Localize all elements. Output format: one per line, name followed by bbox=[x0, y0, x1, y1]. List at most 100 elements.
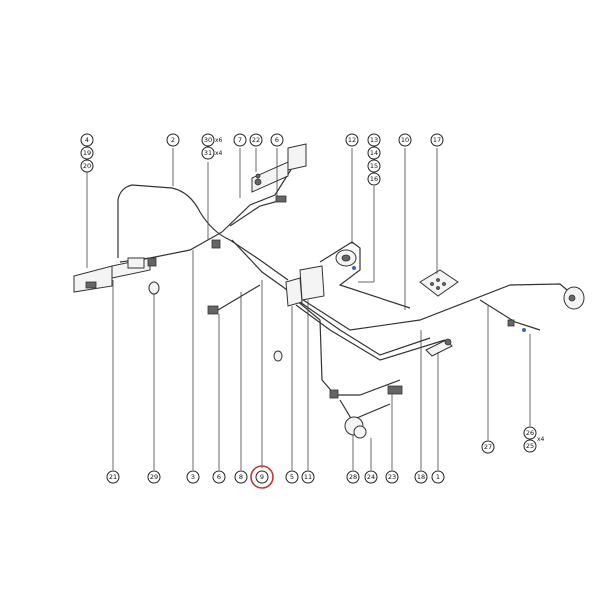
relay-box bbox=[285, 265, 325, 307]
svg-text:8: 8 bbox=[239, 473, 243, 481]
callout-7: 7 bbox=[233, 133, 247, 147]
callout-17: 17 bbox=[430, 133, 444, 147]
wire-right-leader bbox=[479, 299, 541, 331]
wire-down-left bbox=[295, 299, 336, 396]
callouts-bottom: 21 29 3 6 8 9 5 11 28 24 23 18 1 bbox=[106, 465, 445, 489]
callout-5: 5 bbox=[285, 470, 299, 484]
callout-8: 8 bbox=[234, 470, 248, 484]
callout-19: 19 bbox=[80, 146, 94, 160]
plug-1 bbox=[425, 338, 453, 357]
svg-text:29: 29 bbox=[150, 473, 158, 481]
harness-parts bbox=[73, 143, 585, 439]
qty-31: x4 bbox=[215, 150, 223, 157]
harness-wires bbox=[117, 167, 575, 421]
callout-9-highlighted[interactable]: 9 bbox=[250, 465, 274, 489]
svg-text:28: 28 bbox=[349, 473, 357, 481]
svg-text:21: 21 bbox=[109, 473, 117, 481]
part-24 bbox=[353, 425, 367, 439]
left-bracket bbox=[73, 257, 157, 293]
grommet-29 bbox=[148, 281, 160, 295]
svg-text:4: 4 bbox=[85, 136, 89, 144]
svg-text:9: 9 bbox=[260, 473, 264, 481]
callout-24: 24 bbox=[364, 470, 378, 484]
grommet-center bbox=[273, 350, 283, 362]
wire-lower-to-28 bbox=[339, 399, 391, 421]
svg-text:24: 24 bbox=[367, 473, 375, 481]
callout-28: 28 bbox=[346, 470, 360, 484]
svg-text:3: 3 bbox=[191, 473, 195, 481]
wire-center-box-out bbox=[299, 301, 431, 356]
callout-12: 12 bbox=[345, 133, 359, 147]
top-bracket bbox=[251, 143, 307, 203]
svg-text:2: 2 bbox=[171, 136, 175, 144]
callout-14: 14 bbox=[367, 146, 381, 160]
svg-text:31: 31 bbox=[204, 149, 212, 157]
callout-22: 22 bbox=[249, 133, 263, 147]
clip-down bbox=[329, 389, 339, 399]
clip-left bbox=[211, 239, 221, 249]
svg-text:17: 17 bbox=[433, 136, 441, 144]
callouts-top: 4 19 20 2 30 x6 31 x4 7 22 6 12 13 14 15… bbox=[80, 133, 444, 186]
svg-text:15: 15 bbox=[370, 162, 378, 170]
part-23 bbox=[387, 385, 403, 395]
callout-25: 25 bbox=[523, 439, 537, 453]
callout-20: 20 bbox=[80, 159, 94, 173]
wire-top-second bbox=[229, 199, 283, 227]
callout-1: 1 bbox=[431, 470, 445, 484]
callout-10: 10 bbox=[398, 133, 412, 147]
sensor-6 bbox=[207, 305, 219, 315]
wire-to-top-bracket bbox=[221, 167, 293, 233]
wire-right-upper bbox=[319, 241, 411, 309]
svg-text:30: 30 bbox=[204, 136, 212, 144]
svg-text:25: 25 bbox=[526, 442, 534, 450]
wire-to-sensor bbox=[217, 284, 261, 311]
right-lamp bbox=[507, 286, 585, 327]
callout-26: 26 bbox=[523, 426, 537, 440]
callout-4: 4 bbox=[80, 133, 94, 147]
callout-18: 18 bbox=[414, 470, 428, 484]
callout-27: 27 bbox=[481, 440, 495, 454]
callout-6: 6 bbox=[212, 470, 226, 484]
callout-21: 21 bbox=[106, 470, 120, 484]
svg-text:13: 13 bbox=[370, 136, 378, 144]
svg-text:16: 16 bbox=[370, 175, 378, 183]
callout-16: 16 bbox=[367, 172, 381, 186]
svg-text:20: 20 bbox=[83, 162, 91, 170]
svg-text:22: 22 bbox=[252, 136, 260, 144]
svg-text:18: 18 bbox=[417, 473, 425, 481]
wire-center-long bbox=[295, 304, 446, 361]
svg-text:5: 5 bbox=[290, 473, 294, 481]
callout-13: 13 bbox=[367, 133, 381, 147]
callout-23: 23 bbox=[385, 470, 399, 484]
svg-text:10: 10 bbox=[401, 136, 409, 144]
connector-block bbox=[419, 269, 459, 297]
svg-text:23: 23 bbox=[388, 473, 396, 481]
svg-text:1: 1 bbox=[436, 473, 440, 481]
callout-11: 11 bbox=[301, 470, 315, 484]
svg-text:6: 6 bbox=[217, 473, 221, 481]
svg-text:12: 12 bbox=[348, 136, 356, 144]
screw-blue-1 bbox=[352, 266, 356, 270]
svg-text:11: 11 bbox=[304, 473, 312, 481]
svg-text:27: 27 bbox=[484, 443, 492, 451]
screw-blue-2 bbox=[522, 328, 526, 332]
qty-26: x4 bbox=[537, 436, 545, 443]
wire-long-right bbox=[299, 283, 575, 331]
horn bbox=[335, 249, 357, 267]
leader-lines bbox=[86, 148, 531, 470]
wire-down-mid bbox=[335, 379, 401, 396]
svg-text:19: 19 bbox=[83, 149, 91, 157]
callout-31: 31 bbox=[201, 146, 215, 160]
qty-30: x6 bbox=[215, 137, 223, 144]
svg-text:26: 26 bbox=[526, 429, 534, 437]
callouts-right: 26 x4 25 27 bbox=[481, 426, 545, 454]
callout-3: 3 bbox=[186, 470, 200, 484]
svg-text:14: 14 bbox=[370, 149, 378, 157]
callout-29: 29 bbox=[147, 470, 161, 484]
svg-text:7: 7 bbox=[238, 136, 242, 144]
callout-15: 15 bbox=[367, 159, 381, 173]
callout-6-top: 6 bbox=[270, 133, 284, 147]
callout-30: 30 bbox=[201, 133, 215, 147]
callout-2: 2 bbox=[166, 133, 180, 147]
